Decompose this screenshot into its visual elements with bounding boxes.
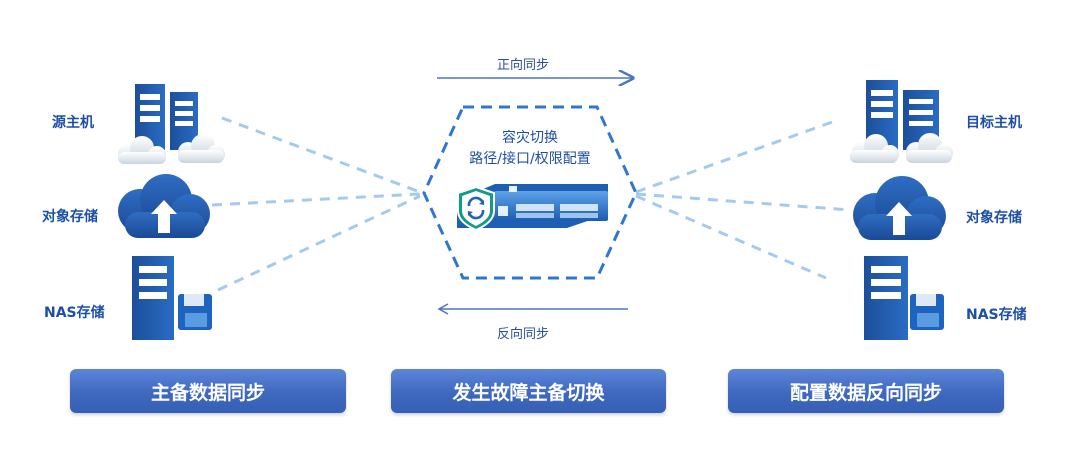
connection-lines xyxy=(211,116,851,292)
link-right-nas xyxy=(635,194,827,280)
target-host-server-icon xyxy=(850,80,953,163)
link-right-object xyxy=(635,192,851,212)
config-title: 路径/接口/权限配置 xyxy=(469,151,591,167)
link-left-host xyxy=(221,116,421,194)
right-label-object-storage: 对象存储 xyxy=(966,210,1022,226)
failover-title: 容灾切换 xyxy=(502,130,558,146)
right-label-target-host: 目标主机 xyxy=(966,115,1022,131)
left-label-nas-storage: NAS存储 xyxy=(44,305,105,321)
nas-storage-server-icon xyxy=(132,256,212,340)
reverse-arrow xyxy=(437,303,628,315)
left-label-source-host: 源主机 xyxy=(52,115,94,131)
failover-switch-button[interactable]: 发生故障主备切换 xyxy=(391,369,666,413)
failover-appliance-icon xyxy=(457,184,608,232)
failover-hexagon xyxy=(422,105,638,280)
object-storage-cloud-icon xyxy=(118,174,210,238)
reverse-sync-label: 反向同步 xyxy=(497,327,550,342)
primary-backup-sync-button[interactable]: 主备数据同步 xyxy=(70,369,346,413)
left-label-object-storage: 对象存储 xyxy=(42,209,98,225)
link-left-nas xyxy=(217,194,421,292)
reverse-sync-config-button[interactable]: 配置数据反向同步 xyxy=(728,369,1004,413)
forward-sync-label: 正向同步 xyxy=(497,58,550,73)
nas-storage-server-icon xyxy=(864,256,944,340)
object-storage-cloud-icon xyxy=(853,176,946,240)
link-right-host xyxy=(635,118,839,194)
link-left-object xyxy=(211,192,421,207)
source-host-server-icon xyxy=(118,84,225,164)
right-label-nas-storage: NAS存储 xyxy=(966,307,1027,323)
